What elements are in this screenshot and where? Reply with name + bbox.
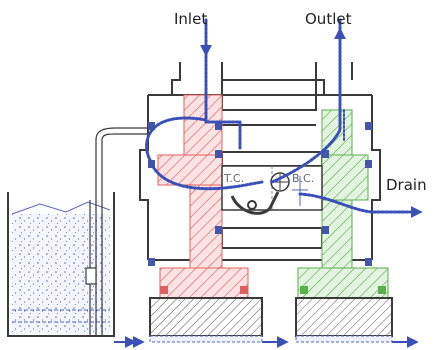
outlet-spool: [297, 109, 389, 299]
bc-label: B.C.: [292, 172, 314, 185]
seals: [148, 122, 372, 266]
center-chamber: T.C. B.C.: [221, 165, 323, 215]
tc-label: T.C.: [223, 172, 244, 185]
inlet-label: Inlet: [174, 10, 207, 28]
reservoir: [7, 140, 137, 348]
flow-path: [145, 18, 423, 218]
bottom-caps: [118, 297, 419, 348]
outlet-label: Outlet: [305, 10, 352, 28]
drain-label: Drain: [386, 176, 427, 194]
sensing-line: [95, 127, 150, 141]
